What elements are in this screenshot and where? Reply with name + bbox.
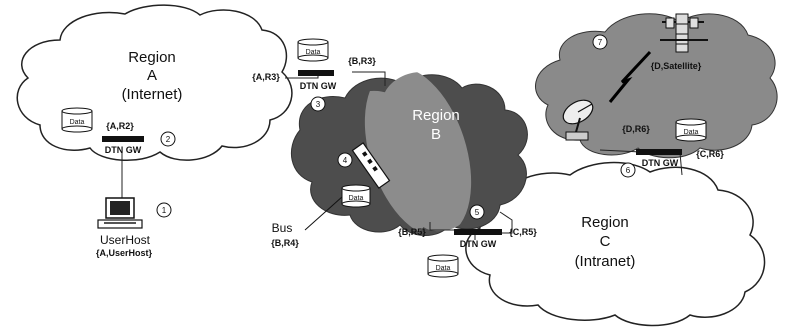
step-5-label: 5 bbox=[475, 208, 480, 217]
data-store-r5: Data bbox=[427, 254, 459, 278]
region-b-title: Region B bbox=[412, 107, 460, 143]
bus-icon bbox=[351, 142, 391, 189]
gateway-r5-label: DTN GW bbox=[460, 239, 497, 249]
data-store-bus-label: Data bbox=[349, 195, 364, 202]
region-c-letter: C bbox=[600, 233, 611, 250]
data-store-r3-label: Data bbox=[306, 49, 321, 56]
tuple-a-r2: {A,R2} bbox=[106, 121, 134, 131]
gateway-a-label: DTN GW bbox=[105, 145, 142, 155]
region-c-name: Region bbox=[581, 214, 629, 231]
tuple-c-r5: {C,R5} bbox=[509, 227, 537, 237]
tuple-d-r6: {D,R6} bbox=[622, 124, 650, 134]
step-3-label: 3 bbox=[316, 100, 321, 109]
region-b-highlight bbox=[364, 67, 472, 237]
step-6: 6 bbox=[620, 162, 636, 178]
region-c-cloud bbox=[465, 161, 766, 327]
tuple-a-r3: {A,R3} bbox=[252, 72, 280, 82]
tuple-b-r4: {B,R4} bbox=[271, 238, 299, 248]
step-6-label: 6 bbox=[626, 166, 631, 175]
data-store-a-label: Data bbox=[70, 119, 85, 126]
region-a-name: Region bbox=[128, 49, 176, 66]
step-7: 7 bbox=[592, 34, 608, 50]
computer-icon bbox=[97, 197, 143, 229]
dtn-gateway-r3: DTN GW bbox=[298, 70, 337, 91]
gateway-r6-label: DTN GW bbox=[642, 158, 679, 168]
step-2-label: 2 bbox=[166, 135, 171, 144]
dtn-gateway-r6: DTN GW bbox=[636, 149, 682, 168]
tuple-d-satellite: {D,Satellite} bbox=[651, 61, 702, 71]
region-b-letter: B bbox=[431, 126, 441, 143]
userhost-label: UserHost bbox=[100, 233, 151, 247]
region-a-title: Region A (Internet) bbox=[122, 49, 183, 103]
step-1-label: 1 bbox=[162, 206, 167, 215]
step-3: 3 bbox=[310, 96, 326, 112]
region-a-letter: A bbox=[147, 67, 157, 84]
gateway-r3-label: DTN GW bbox=[300, 81, 337, 91]
data-store-r5-label: Data bbox=[436, 265, 451, 272]
tuple-b-r3: {B,R3} bbox=[348, 56, 376, 66]
region-b-name: Region bbox=[412, 107, 460, 124]
tuple-b-r5: {B,R5} bbox=[398, 227, 426, 237]
data-store-a: Data bbox=[61, 107, 93, 133]
data-store-bus: Data bbox=[341, 184, 371, 208]
step-5: 5 bbox=[469, 204, 485, 220]
step-1: 1 bbox=[156, 202, 172, 218]
step-4: 4 bbox=[337, 152, 353, 168]
satellite-link-bolt bbox=[608, 50, 652, 103]
region-c-type: (Intranet) bbox=[575, 253, 636, 270]
satellite-icon bbox=[660, 13, 708, 53]
bus-label: Bus bbox=[272, 221, 293, 235]
step-2: 2 bbox=[160, 131, 176, 147]
region-c-title: Region C (Intranet) bbox=[575, 214, 636, 270]
data-store-r3: Data bbox=[297, 38, 329, 62]
step-4-label: 4 bbox=[343, 156, 348, 165]
dtn-gateway-r5: DTN GW bbox=[454, 229, 502, 249]
region-d-cloud bbox=[535, 13, 778, 159]
dtn-gateway-a: DTN GW bbox=[102, 136, 144, 155]
data-store-r6: Data bbox=[675, 118, 707, 142]
data-store-r6-label: Data bbox=[684, 129, 699, 136]
step-7-label: 7 bbox=[598, 38, 603, 47]
region-a-type: (Internet) bbox=[122, 86, 183, 103]
satellite-dish-icon bbox=[562, 99, 594, 141]
tuple-a-userhost: {A,UserHost} bbox=[96, 248, 153, 258]
tuple-c-r6: {C,R6} bbox=[696, 149, 724, 159]
